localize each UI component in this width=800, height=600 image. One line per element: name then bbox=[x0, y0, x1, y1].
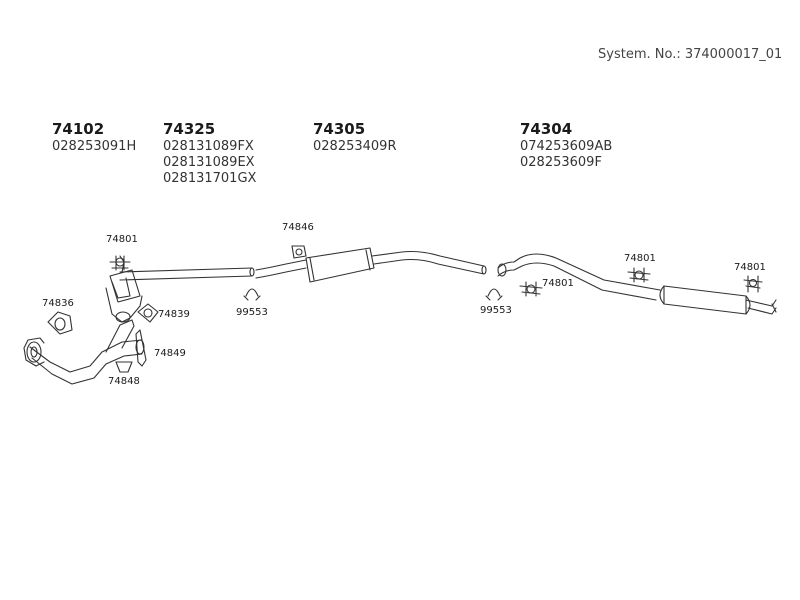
gasket-label: 74836 bbox=[42, 298, 74, 309]
front-pipe-74102 bbox=[23, 319, 145, 385]
part-number: 74102 bbox=[52, 120, 105, 138]
part-group-74305: 74305 028253409R bbox=[313, 120, 396, 155]
hanger-label: 74801 bbox=[624, 253, 656, 264]
hanger-icon bbox=[109, 255, 131, 271]
hanger-icon bbox=[519, 281, 543, 297]
ring-icon bbox=[137, 303, 159, 323]
clamp-icon bbox=[485, 288, 503, 301]
part-ref: 028131701GX bbox=[163, 171, 257, 186]
part-number: 74325 bbox=[163, 120, 216, 138]
ring-label: 74839 bbox=[158, 309, 190, 320]
mount-icon bbox=[115, 361, 133, 373]
part-group-74102: 74102 028253091H bbox=[52, 120, 136, 155]
hanger-label: 74801 bbox=[106, 234, 138, 245]
part-ref: 074253609AB bbox=[520, 139, 613, 154]
part-ref: 028253609F bbox=[520, 155, 602, 170]
part-group-74304: 74304 074253609AB 028253609F bbox=[520, 120, 612, 171]
part-number: 74304 bbox=[520, 120, 573, 138]
mount-label: 74848 bbox=[108, 376, 140, 387]
clamp-icon bbox=[291, 245, 307, 259]
part-ref: 028131089EX bbox=[163, 155, 255, 170]
bracket-icon bbox=[135, 329, 147, 367]
clamp-label: 74846 bbox=[282, 222, 314, 233]
clamp-label: 99553 bbox=[480, 305, 512, 316]
part-ref: 028253409R bbox=[313, 139, 397, 154]
system-number: System. No.: 374000017_01 bbox=[598, 47, 783, 62]
clamp-label: 99553 bbox=[236, 307, 268, 318]
clamp-icon bbox=[243, 288, 261, 301]
hanger-icon bbox=[627, 267, 651, 283]
hanger-icon bbox=[743, 275, 763, 293]
part-ref: 028253091H bbox=[52, 139, 137, 154]
hanger-label: 74801 bbox=[734, 262, 766, 273]
hanger-label: 74801 bbox=[542, 278, 574, 289]
intermediate-pipe-74305 bbox=[119, 247, 487, 283]
part-ref: 028131089FX bbox=[163, 139, 254, 154]
part-group-74325: 74325 028131089FX 028131089EX 028131701G… bbox=[163, 120, 256, 187]
bracket-label: 74849 bbox=[154, 348, 186, 359]
part-number: 74305 bbox=[313, 120, 366, 138]
gasket-icon bbox=[47, 311, 73, 335]
rear-silencer-74304 bbox=[497, 253, 777, 315]
